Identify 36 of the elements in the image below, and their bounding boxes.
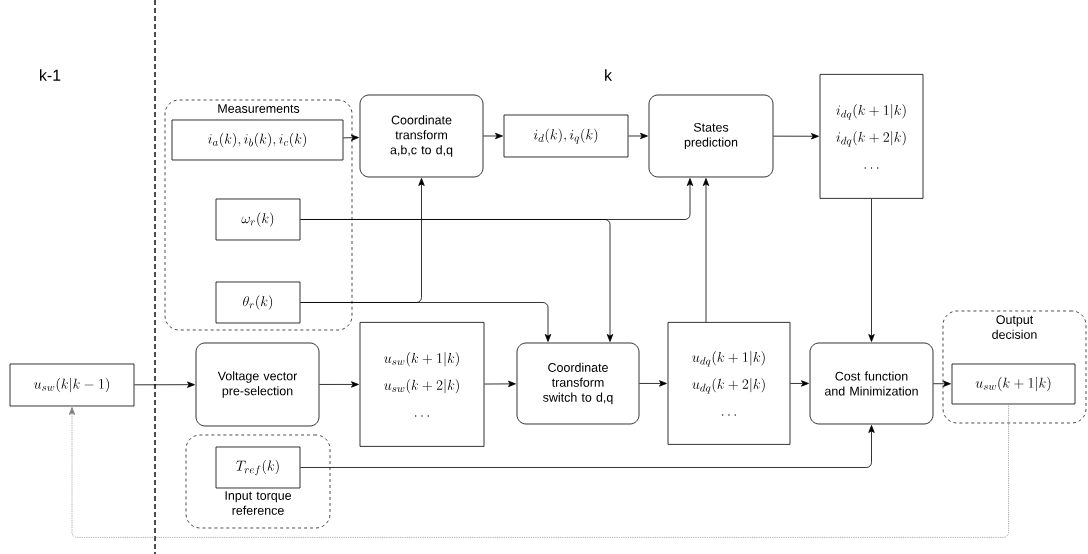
time-step-label: k-1 <box>40 69 61 81</box>
process-box: Voltage vector pre-selection <box>195 342 320 427</box>
arrow <box>300 425 875 468</box>
arrow <box>68 404 1009 538</box>
arrow <box>702 178 710 323</box>
signal-box: $u_{sw}(k+1|k)$ <box>951 363 1076 405</box>
signal-box: $u_{sw}(k|k-1)$ <box>9 363 135 407</box>
arrow <box>319 381 359 388</box>
process-box: Coordinate transform switch to d,q <box>516 342 640 425</box>
list-box: $u_{dq}(k+1|k)$ $u_{dq}(k+2|k)$ $\dots$ <box>667 322 791 445</box>
list-box: $u_{sw}(k+1|k)$ $u_{sw}(k+2|k)$ $\dots$ <box>359 322 485 447</box>
signal-box: $\omega_r(k)$ <box>215 198 301 241</box>
arrow <box>790 380 809 387</box>
signal-box: $T_{ref}(k)$ <box>215 446 301 489</box>
arrow <box>628 132 648 140</box>
process-box: States prediction <box>648 94 774 178</box>
signal-box: $i_d(k), i_q(k)$ <box>503 114 629 158</box>
arrow <box>484 380 516 388</box>
process-box: Coordinate transform a,b,c to d,q <box>359 94 484 178</box>
group-title: Output decision <box>992 315 1037 339</box>
group-title: Measurements <box>218 104 300 113</box>
process-box: Cost function and Minimization <box>809 342 934 425</box>
arrow <box>868 198 875 342</box>
list-box: $i_{dq}(k+1|k)$ $i_{dq}(k+2|k)$ $\dots$ <box>819 74 924 199</box>
signal-box: $\theta_r(k)$ <box>215 281 301 324</box>
group-title: Input torque reference <box>225 491 292 515</box>
signal-box: $i_a(k), i_b(k), i_c(k)$ <box>171 119 344 161</box>
arrow <box>134 381 195 388</box>
time-step-label: k <box>605 69 612 81</box>
arrow <box>343 134 359 141</box>
arrow <box>639 380 667 387</box>
arrow <box>933 380 951 387</box>
arrow <box>300 302 552 342</box>
arrow <box>300 219 614 342</box>
arrow <box>483 132 503 140</box>
arrow <box>773 133 819 140</box>
